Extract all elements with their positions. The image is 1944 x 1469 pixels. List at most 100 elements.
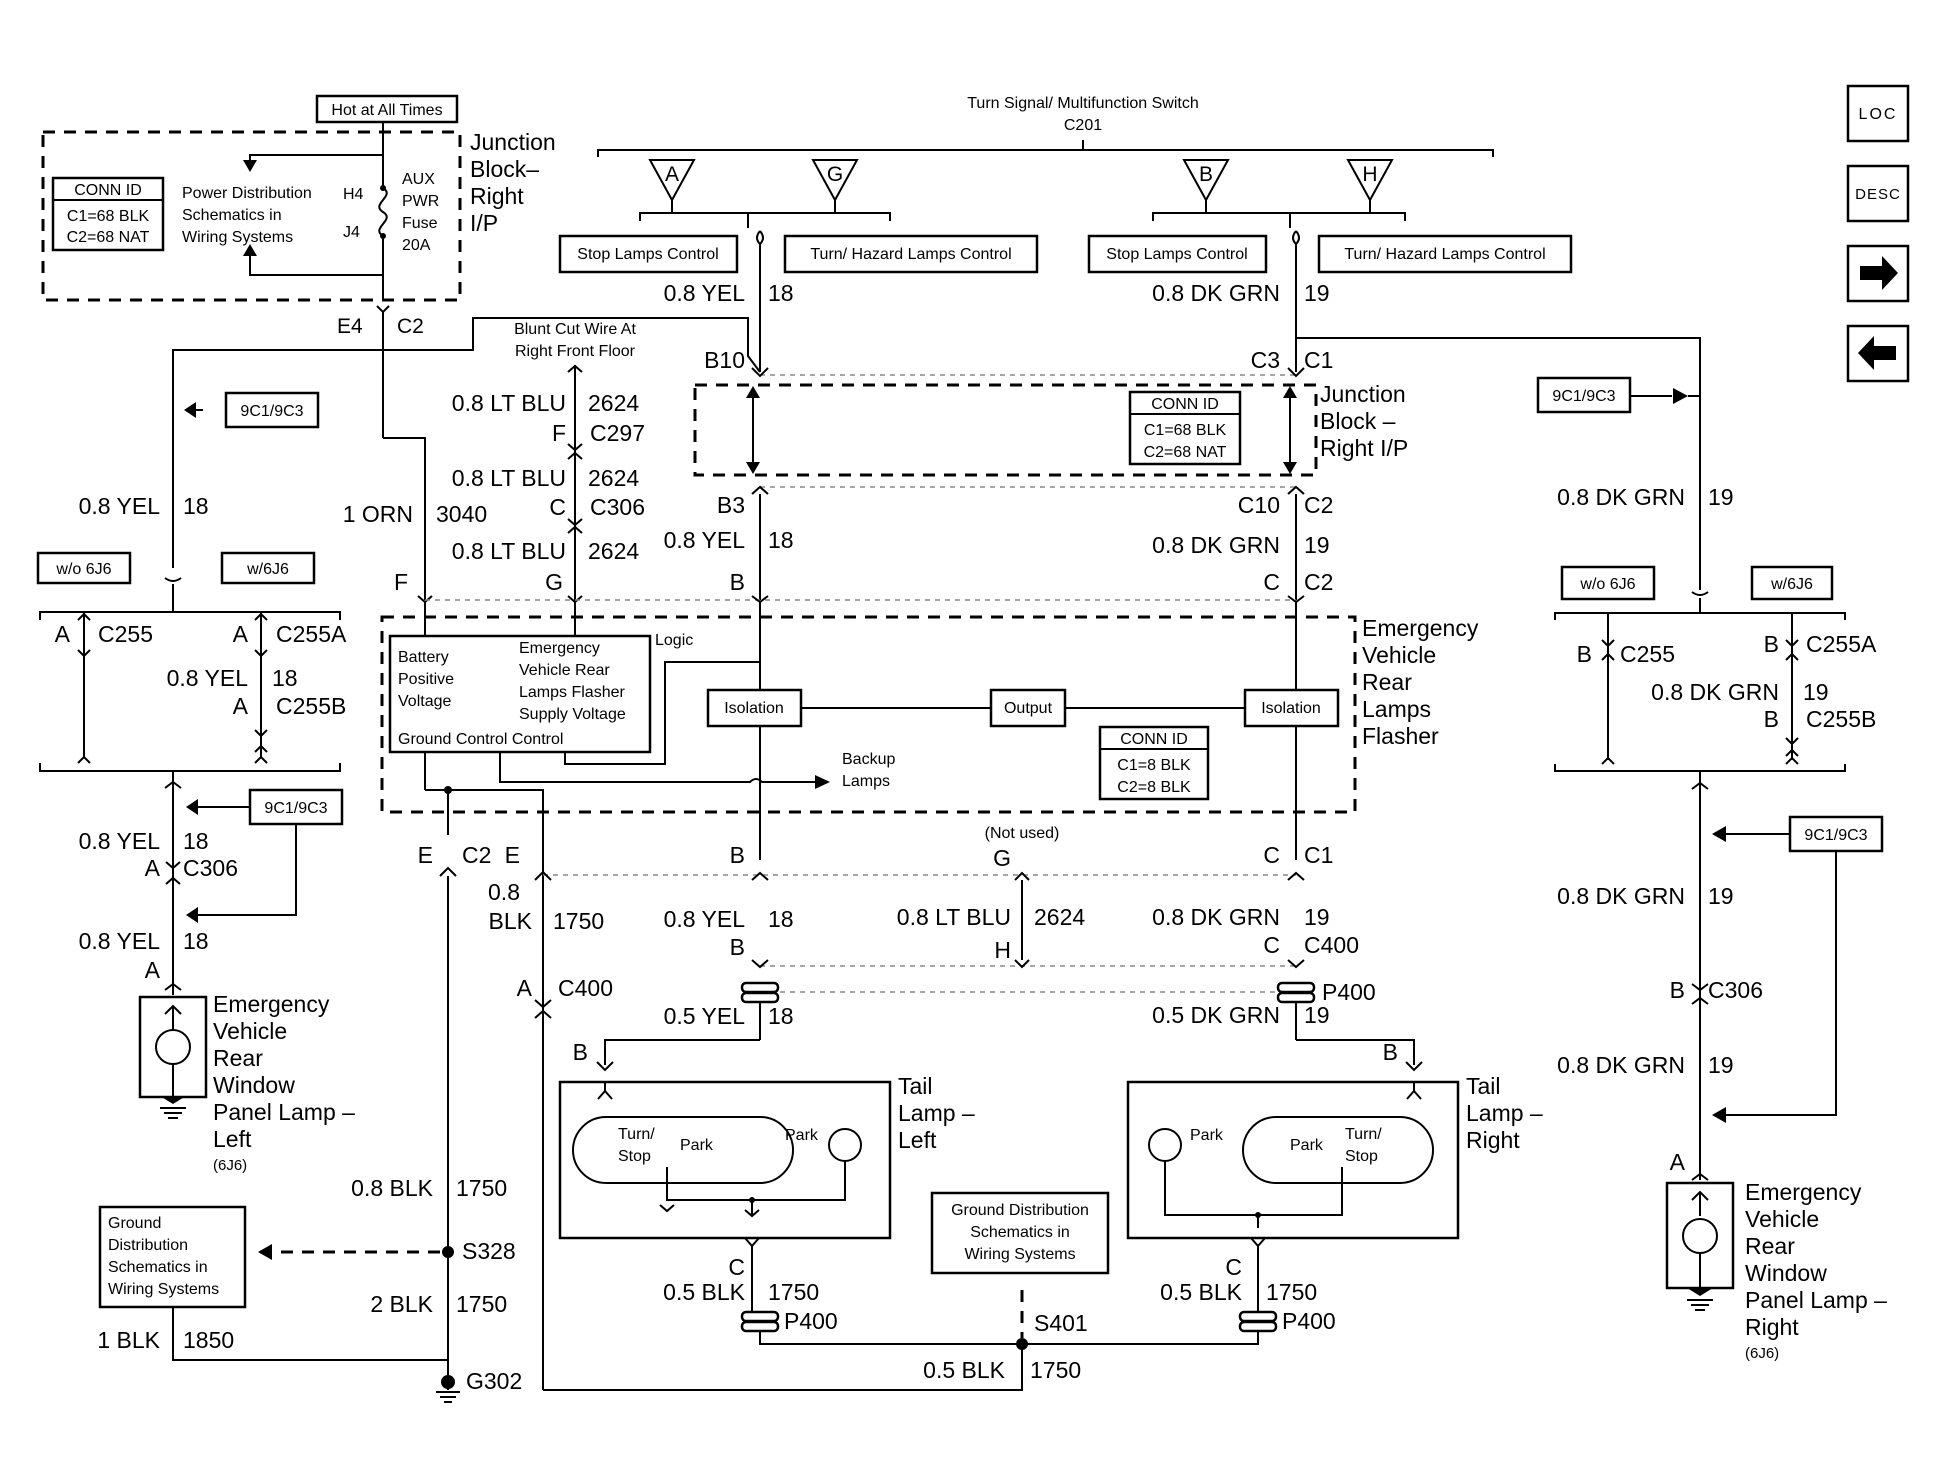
isolation-right: Isolation (1261, 700, 1321, 717)
flasher-name-2: Vehicle (1362, 642, 1436, 668)
conn-c255b-left: C255B (276, 693, 346, 719)
wire-dkgrn-05: 0.5 DK GRN (1152, 1002, 1280, 1028)
splice-s401: S401 (1034, 1310, 1088, 1336)
desc-button[interactable]: DESC (1846, 164, 1910, 223)
lamp-left-3: Rear (213, 1045, 263, 1071)
next-button[interactable] (1846, 244, 1910, 303)
flasher-batt-3: Voltage (398, 693, 451, 710)
conn-e-right: E (505, 842, 520, 868)
flasher-batt-2: Positive (398, 671, 454, 688)
turn-hazard-control-left: Turn/ Hazard Lamps Control (810, 246, 1011, 263)
flasher-name-1: Emergency (1362, 615, 1479, 641)
wire-dkgrn-bottom: 0.8 DK GRN (1152, 904, 1280, 930)
switch-conn: C201 (1064, 117, 1102, 134)
stop-lamps-control-right: Stop Lamps Control (1106, 246, 1247, 263)
lamp-right-2: Vehicle (1745, 1206, 1819, 1232)
flasher-conn-title: CONN ID (1120, 731, 1188, 748)
wire-yel-left-top: 0.8 YEL (79, 493, 161, 519)
not-used: (Not used) (985, 825, 1060, 842)
conn-p400-gnd-right: P400 (1282, 1308, 1336, 1334)
conn-c1-bottom: C1 (1304, 842, 1333, 868)
gnd-left-3: Schematics in (108, 1259, 208, 1276)
flasher-name-4: Lamps (1362, 696, 1431, 722)
circuit-1750-gnd: 1750 (456, 1175, 507, 1201)
flasher-name-3: Rear (1362, 669, 1412, 695)
jb-top-pd-3: Wiring Systems (182, 229, 293, 246)
jb-mid-name-3: Right I/P (1320, 435, 1408, 461)
right-branch: 9C1/9C3 0.8 DK GRN 19 w/o 6J6 w/6J6 B C2… (1536, 376, 1884, 1311)
wire-yel-left-b1: 0.8 YEL (79, 828, 161, 854)
tail-right-stop: Stop (1345, 1148, 1378, 1165)
tail-left-park-inner: Park (680, 1137, 714, 1154)
tail-right-park-outer: Park (1190, 1127, 1224, 1144)
lamp-right-6: Right (1745, 1314, 1799, 1340)
conn-b-tail-left: B (573, 1039, 588, 1065)
lamp-right-1: Emergency (1745, 1179, 1862, 1205)
wire-dkgrn-right-b1: 0.8 DK GRN (1557, 883, 1685, 909)
gnd-left-1: Ground (108, 1215, 161, 1232)
wire-yel-mid: 0.8 YEL (664, 527, 746, 553)
conn-b-c255a-right: B (1764, 631, 1779, 657)
loc-button[interactable]: LOC (1846, 84, 1910, 143)
conn-c2-bottom: C2 (462, 842, 491, 868)
conn-c255-right: C255 (1620, 641, 1675, 667)
wire-dkgrn-top: 0.8 DK GRN (1152, 280, 1280, 306)
gnd-mid-2: Schematics in (970, 1224, 1070, 1241)
circuit-2624-bottom: 2624 (1034, 904, 1085, 930)
circuit-1750-b2: 1750 (456, 1291, 507, 1317)
jb-mid-conn-title: CONN ID (1151, 396, 1219, 413)
tail-right-park-inner: Park (1290, 1137, 1324, 1154)
arrow-left-icon (1858, 336, 1896, 370)
conn-f-c297: F (552, 420, 566, 446)
jb-mid-name-2: Block – (1320, 408, 1396, 434)
conn-e4: E4 (337, 315, 363, 338)
ref-9c1-right-bottom: 9C1/9C3 (1804, 827, 1867, 844)
tail-left-1: Tail (898, 1073, 933, 1099)
wire-ltblu-3: 0.8 LT BLU (452, 538, 566, 564)
flasher-conn-c1: C1=8 BLK (1117, 757, 1191, 774)
circuit-1850: 1850 (183, 1327, 234, 1353)
loc-button-label: LOC (1859, 106, 1898, 123)
lamp-left-5: Panel Lamp – (213, 1099, 355, 1125)
tail-lamp-left: Turn/ Stop Park Park Tail Lamp – Left (558, 1073, 975, 1240)
switch-to-flasher-wiring: 0.8 YEL 18 0.8 DK GRN 19 B10 C3 C1 CONN … (425, 230, 1701, 604)
conn-c-c306: C (549, 494, 566, 520)
circuit-1750-a: 1750 (553, 908, 604, 934)
gnd-mid-1: Ground Distribution (951, 1202, 1089, 1219)
isolation-left: Isolation (724, 700, 784, 717)
fuse-label-2: PWR (402, 193, 439, 210)
prev-button[interactable] (1846, 324, 1910, 383)
jb-top-name-2: Block– (470, 156, 539, 182)
conn-c-c1: C (1263, 842, 1280, 868)
jb-mid-conn-c1: C1=68 BLK (1144, 422, 1227, 439)
wire-blk-05-right: 0.5 BLK (1160, 1279, 1242, 1305)
jb-mid-conn-c2: C2=68 NAT (1144, 444, 1227, 461)
lamp-left-6: Left (213, 1126, 252, 1152)
switch-terminal-b: B (1199, 163, 1213, 186)
ref-9c1-left-top: 9C1/9C3 (240, 403, 303, 420)
ref-9c1-right-top: 9C1/9C3 (1552, 388, 1615, 405)
wire-ltblu-2: 0.8 LT BLU (452, 465, 566, 491)
panel-lamp-left-label: Emergency Vehicle Rear Window Panel Lamp… (213, 991, 355, 1174)
wire-yel-top: 0.8 YEL (664, 280, 746, 306)
circuit-18-left-b2: 18 (183, 928, 209, 954)
circuit-1750-right: 1750 (1266, 1279, 1317, 1305)
conn-a-lamp-right: A (1670, 1149, 1686, 1175)
conn-c255b-right: C255B (1806, 706, 1876, 732)
tail-left-3: Left (898, 1127, 937, 1153)
wire-blk-08-b: BLK (489, 908, 533, 934)
jb-top-conn-c1: C1=68 BLK (67, 208, 150, 225)
panel-lamp-right-label: Emergency Vehicle Rear Window Panel Lamp… (1745, 1179, 1887, 1362)
conn-a-lamp-left: A (145, 957, 161, 983)
flasher-module: Battery Positive Voltage Emergency Vehic… (380, 602, 1479, 1390)
gnd-mid-3: Wiring Systems (964, 1246, 1075, 1263)
jb-top-pd-2: Schematics in (182, 207, 282, 224)
conn-a-c306-left: A (145, 855, 161, 881)
flasher-supply-1: Emergency (519, 640, 600, 657)
jb-top-pd-1: Power Distribution (182, 185, 312, 202)
conn-c306-right: C306 (1708, 977, 1763, 1003)
tail-right-1: Tail (1466, 1073, 1501, 1099)
conn-c-c400: C (1263, 932, 1280, 958)
splice-s328: S328 (462, 1238, 516, 1264)
